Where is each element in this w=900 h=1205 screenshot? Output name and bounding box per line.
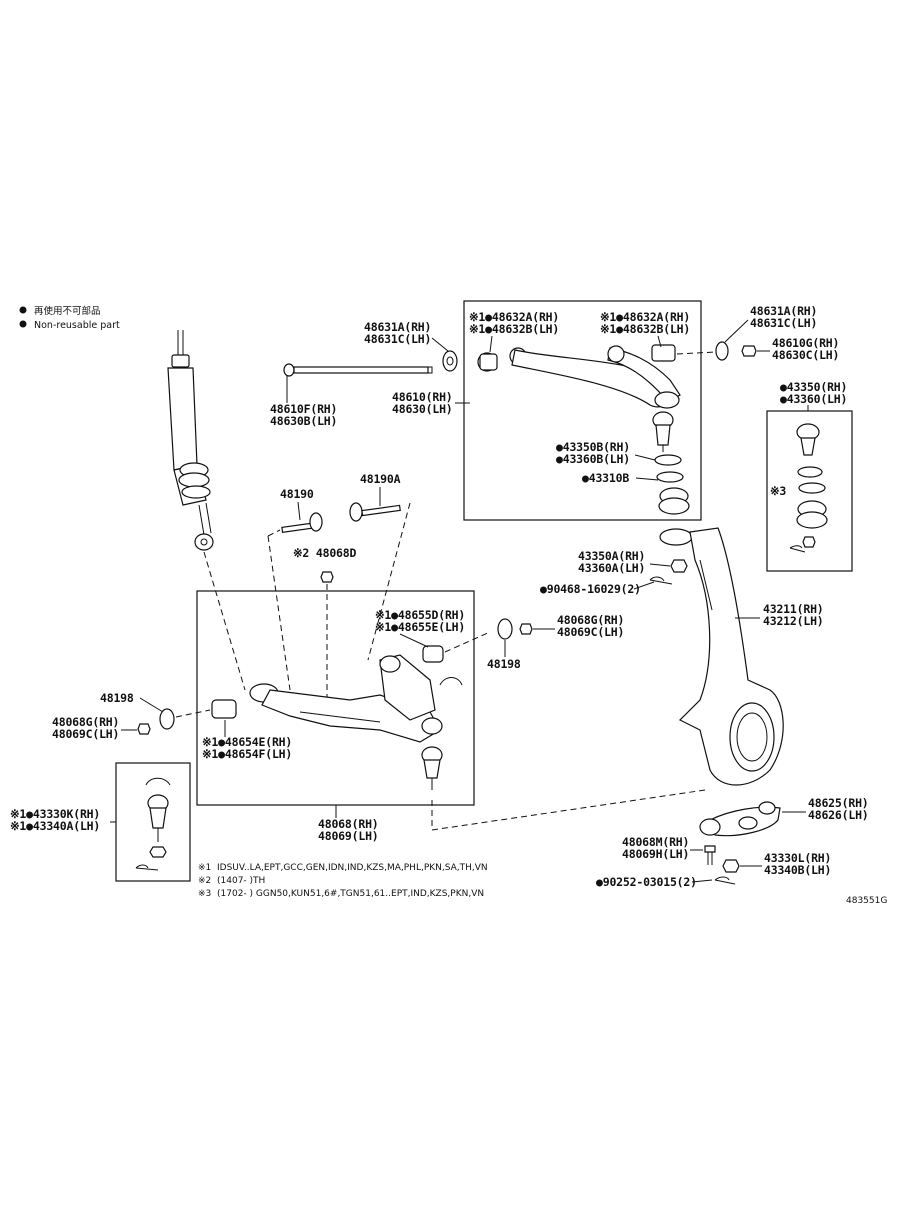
label-48610-rh: 48610(RH) [392, 390, 453, 404]
ball-joint-kit-box [766, 410, 853, 572]
label-43350-rh: ●43350(RH) [780, 380, 847, 394]
label-43340a-lh: ※1●43340A(LH) [10, 819, 100, 833]
footnotes: ※1 IDSUV..LA,EPT,GCC,GEN,IDN,IND,KZS,MA,… [198, 863, 488, 899]
steering-knuckle [659, 527, 784, 786]
label-48068m-rh: 48068M(RH) [622, 835, 689, 849]
bullet-icon [19, 306, 27, 314]
bolt-48068m [704, 845, 716, 853]
label-43360-lh: ●43360(LH) [780, 392, 847, 406]
cotter-pin [649, 576, 673, 585]
washer-48198-left [159, 708, 175, 730]
clip [439, 677, 463, 686]
diagram-id: 483551G [846, 896, 887, 906]
label-48654f-lh: ※1●48654F(LH) [202, 747, 292, 761]
label-48654e-rh: ※1●48654E(RH) [202, 735, 292, 749]
cam-washer-right [715, 341, 729, 361]
label-48190a: 48190A [360, 472, 401, 486]
label-43310b: ●43310B [582, 471, 629, 485]
label-48632b-lh-left: ※1●48632B(LH) [469, 322, 559, 336]
label-48198-mid: 48198 [487, 657, 521, 671]
label-48069c-lh-left: 48069C(LH) [52, 727, 119, 741]
label-48630-lh: 48630(LH) [392, 402, 453, 416]
label-48632b-lh-right: ※1●48632B(LH) [600, 322, 690, 336]
label-48068-rh: 48068(RH) [318, 817, 379, 831]
steering-arm [699, 801, 781, 837]
note-text-1: IDSUV..LA,EPT,GCC,GEN,IDN,IND,KZS,MA,PHL… [217, 863, 488, 873]
nut-48068g-mid [519, 623, 533, 635]
legend-item-en: Non-reusable part [34, 320, 120, 331]
note-mark-2: ※2 [198, 876, 211, 886]
label-43350b-rh: ●43350B(RH) [556, 440, 630, 454]
label-48068g-rh-mid: 48068G(RH) [557, 613, 624, 627]
shock-absorber [167, 330, 214, 551]
label-48630b-lh: 48630B(LH) [270, 414, 337, 428]
label-43330l-rh: 43330L(RH) [764, 851, 831, 865]
label-48069h-lh: 48069H(LH) [622, 847, 689, 861]
label-48068g-rh-left: 48068G(RH) [52, 715, 119, 729]
label-48630c-lh: 48630C(LH) [772, 348, 839, 362]
cotter-pin-lower [714, 876, 736, 885]
label-48190: 48190 [280, 487, 314, 501]
label-43360b-lh: ●43360B(LH) [556, 452, 630, 466]
castle-nut [670, 559, 688, 573]
label-48626-lh: 48626(LH) [808, 808, 869, 822]
label-48068d: ※2 48068D [293, 546, 357, 560]
label-43340b-lh: 43340B(LH) [764, 863, 831, 877]
label-43211-rh: 43211(RH) [763, 602, 824, 616]
nut-43330l [722, 859, 740, 873]
label-48631a-rh-right: 48631A(RH) [750, 304, 817, 318]
label-43330k-rh: ※1●43330K(RH) [10, 807, 100, 821]
lower-control-arm [249, 654, 443, 743]
label-43212-lh: 43212(LH) [763, 614, 824, 628]
label-48655e-lh: ※1●48655E(LH) [375, 620, 465, 634]
label-48625-rh: 48625(RH) [808, 796, 869, 810]
upper-arm-group-box [463, 300, 702, 521]
legend: 再使用不可部品 Non-reusable part [19, 305, 120, 331]
label-90252: ●90252-03015(2) [596, 875, 697, 889]
label-48632a-rh-right: ※1●48632A(RH) [600, 310, 690, 324]
ball-joint-kit [789, 423, 828, 553]
bushing-48655 [422, 645, 444, 663]
label-48631c-lh-right: 48631C(LH) [750, 316, 817, 330]
lower-ball-joint-kit [135, 777, 171, 871]
washer-48198-mid [497, 618, 513, 640]
nut-48610g [741, 345, 757, 357]
label-48069-lh: 48069(LH) [318, 829, 379, 843]
upper-control-arm [477, 344, 681, 452]
label-x3: ※3 [770, 484, 786, 498]
label-48632a-rh-left: ※1●48632A(RH) [469, 310, 559, 324]
bolt-48190a [349, 502, 401, 522]
label-43360a-lh: 43360A(LH) [578, 561, 645, 575]
label-90468: ●90468-16029(2) [540, 582, 641, 596]
label-48610g-rh: 48610G(RH) [772, 336, 839, 350]
snap-ring [654, 454, 682, 466]
bolt-48190 [281, 512, 323, 534]
note-text-2: (1407- )TH [217, 876, 265, 886]
camber-bolt-rod [283, 363, 433, 377]
bolt-48068d [320, 571, 334, 583]
nut-48068g-left [137, 723, 151, 735]
dust-cover-ring [656, 471, 684, 483]
label-48198-left: 48198 [100, 691, 134, 705]
note-mark-3: ※3 [198, 889, 211, 899]
label-48610f-rh: 48610F(RH) [270, 402, 337, 416]
note-mark-1: ※1 [198, 863, 211, 873]
note-text-3: (1702- ) GGN50,KUN51,6#,TGN51,61..EPT,IN… [217, 889, 484, 899]
label-48069c-lh-mid: 48069C(LH) [557, 625, 624, 639]
legend-item-jp: 再使用不可部品 [34, 305, 101, 317]
label-48655d-rh: ※1●48655D(RH) [375, 608, 465, 622]
label-48631c-lh-top: 48631C(LH) [364, 332, 431, 346]
bullet-icon [19, 320, 27, 328]
label-43350a-rh: 43350A(RH) [578, 549, 645, 563]
bushing-48654 [211, 699, 237, 719]
label-48631a-rh-top: 48631A(RH) [364, 320, 431, 334]
